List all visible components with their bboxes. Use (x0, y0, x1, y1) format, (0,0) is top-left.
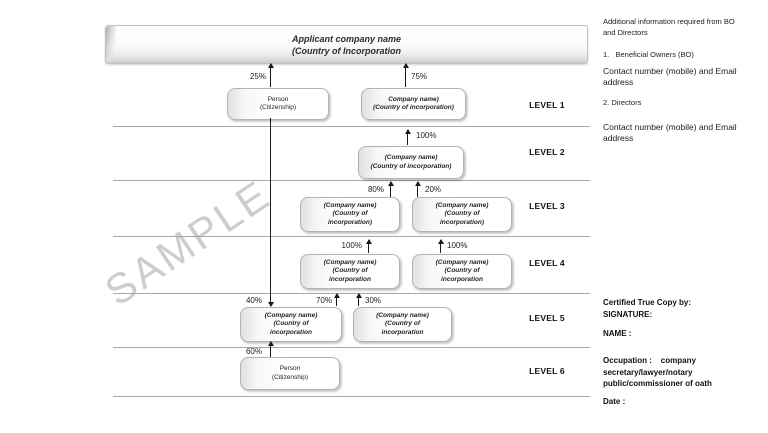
name-label: NAME : (603, 329, 632, 338)
node-company-level1: Company name) (Country of incorporation) (361, 88, 466, 120)
level-3-label: LEVEL 3 (529, 201, 565, 211)
pct-level3-right: 20% (425, 185, 442, 194)
pct-level3-left: 80% (367, 185, 384, 194)
node-company-level5-right: (Company name) (Country of incorporation (353, 307, 452, 342)
applicant-banner: Applicant company name (Country of Incor… (105, 25, 588, 64)
ownership-arrow-level4-left-100pct-icon (365, 239, 372, 253)
node-company-level4-right: (Company name) (Country of incorporation (412, 254, 512, 289)
ownership-arrow-75pct-icon (402, 63, 409, 87)
node-person-level1: Person (Citizenship) (227, 88, 329, 120)
ownership-arrow-60pct-icon (267, 341, 274, 357)
certified-true-copy-label: Certified True Copy by: (603, 298, 692, 307)
directors-contact-note: Contact number (mobile) and Email addres… (603, 122, 737, 143)
pct-level4-left: 100% (341, 241, 362, 250)
ownership-chain-arrow-40pct-icon (267, 118, 274, 307)
applicant-title: Applicant company name (291, 33, 402, 44)
ownership-arrow-70pct-icon (333, 293, 340, 306)
level-separator-6 (113, 396, 590, 397)
level-4-label: LEVEL 4 (529, 258, 565, 268)
pct-level4-right: 100% (447, 241, 468, 250)
level-2-label: LEVEL 2 (529, 147, 565, 157)
level-6-label: LEVEL 6 (529, 366, 565, 376)
level-1-label: LEVEL 1 (529, 100, 565, 110)
date-label: Date : (603, 397, 626, 406)
node-company-level3-right: (Company name) (Country of incorporation… (412, 197, 512, 232)
node-person-level6: Person (Citizenship) (240, 357, 340, 390)
pct-level2: 100% (416, 131, 437, 140)
level-separator-2 (113, 180, 590, 181)
signature-label: SIGNATURE: (603, 310, 653, 319)
ownership-arrow-20pct-icon (414, 181, 421, 197)
pct-level5-left: 70% (315, 296, 332, 305)
ownership-arrow-25pct-icon (267, 63, 274, 87)
beneficial-owners-item: 1. Beneficial Owners (BO) (603, 50, 694, 59)
node-company-level2: (Company name) (Country of incorporation… (358, 146, 464, 179)
level-separator-3 (113, 236, 590, 237)
ownership-arrow-level2-100pct-icon (404, 129, 411, 145)
pct-level1-right: 75% (411, 72, 428, 81)
occupation-label: Occupation : company secretary/lawyer/no… (603, 356, 712, 388)
level-separator-1 (113, 126, 590, 127)
level-5-label: LEVEL 5 (529, 313, 565, 323)
pct-level5-right: 30% (365, 296, 382, 305)
node-company-level4-left: (Company name) (Country of incorporation (300, 254, 400, 289)
ownership-arrow-level4-right-100pct-icon (437, 239, 444, 253)
bo-contact-note: Contact number (mobile) and Email addres… (603, 66, 737, 87)
node-company-level3-left: (Company name) (Country of incorporation… (300, 197, 400, 232)
pct-level5-chain: 40% (245, 296, 262, 305)
level-separator-4 (113, 293, 590, 294)
level-separator-5 (113, 347, 590, 348)
pct-level6: 60% (245, 347, 262, 356)
node-company-level5-left: (Company name) (Country of incorporation (240, 307, 342, 342)
directors-item: 2. Directors (603, 98, 642, 107)
ownership-arrow-80pct-icon (387, 181, 394, 197)
applicant-subtitle: (Country of Incorporation (292, 45, 401, 56)
pct-level1-left: 25% (249, 72, 266, 81)
ownership-arrow-30pct-icon (355, 293, 362, 306)
additional-info-title: Additional information required from BO … (603, 17, 735, 37)
